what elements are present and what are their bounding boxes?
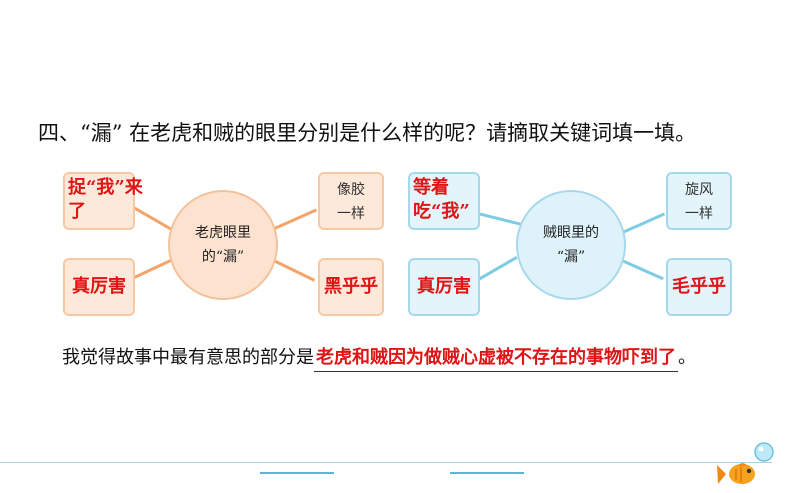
fill-in-sentence: 我觉得故事中最有意思的部分是老虎和贼因为做贼心虚被不存在的事物吓到了。 [62,345,696,372]
thief-top-right-line1: 旋风 [685,182,713,198]
thief-top-right-given: 旋风 一样 [666,172,732,230]
thief-bottom-right-answer: 毛乎乎 [666,258,732,316]
sentence-suffix: 。 [678,347,696,368]
sentence-prefix: 我觉得故事中最有意思的部分是 [62,347,314,368]
bubble-icon [754,442,774,462]
tiger-connector-bottom-right [270,258,316,282]
question-heading: 四、“漏” 在老虎和贼的眼里分别是什么样的呢？请摘取关键词填一填。 [38,121,697,145]
thief-bottom-left-answer: 真厉害 [408,258,480,316]
footer-mark-left [260,472,334,474]
tiger-top-right-given: 像胶 一样 [318,172,384,230]
tiger-center-line1: 老虎眼里 [195,225,251,241]
thief-center-line1: 贼眼里的 [543,225,599,241]
thief-top-right-line2: 一样 [685,206,713,222]
tiger-connector-top-left [132,206,174,232]
thief-connector-top-right [620,212,666,235]
sentence-answer: 老虎和贼因为做贼心虚被不存在的事物吓到了 [314,345,678,372]
tiger-top-right-line2: 一样 [337,206,365,222]
tiger-center-node: 老虎眼里 的“漏” [168,190,278,300]
tiger-top-right-line1: 像胶 [337,182,365,198]
tiger-bottom-left-answer: 真厉害 [63,258,135,316]
tiger-top-left-answer: 捉“我”来了 [63,172,143,230]
thief-connector-top-left [477,212,521,226]
footer-mark-right [450,472,524,474]
thief-center-node: 贼眼里的 “漏” [516,190,626,300]
thief-center-line2: “漏” [556,249,586,265]
thief-connector-bottom-left [478,256,518,281]
thief-connector-bottom-right [618,258,664,281]
tiger-center-line2: 的“漏” [201,249,245,265]
footer-divider [0,462,772,463]
tiger-connector-top-right [272,208,318,231]
tiger-bottom-right-answer: 黑乎乎 [318,258,384,316]
fish-icon [717,442,774,484]
thief-top-left-answer: 等着吃“我” [408,172,480,230]
